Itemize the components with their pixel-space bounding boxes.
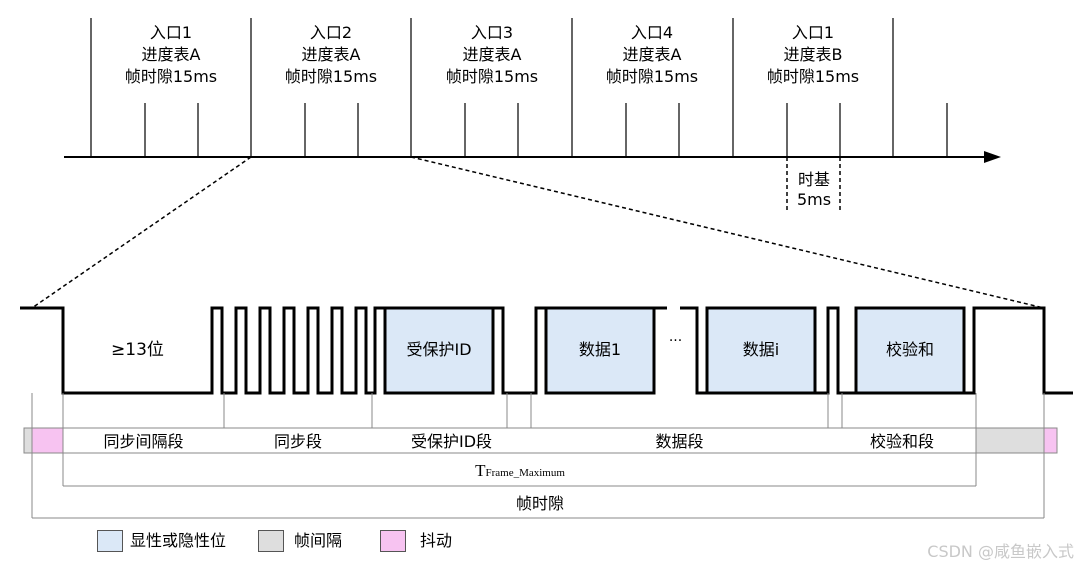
protected-id-label: 受保护ID [406,340,472,359]
legend-swatch-dominant [97,530,123,552]
interframe-start [23,427,33,454]
timebase-title: 时基 [797,170,830,189]
data1-label: 数据1 [578,340,622,359]
field-borders [383,306,966,395]
legend-swatch-interframe [258,530,284,552]
segment-data: 数据段 [655,432,704,451]
segment-sync: 同步段 [273,432,322,451]
field-checksum [856,308,964,393]
slot-duration: 帧时隙15ms [124,67,218,86]
slot-2-label: 入口2 进度表A 帧时隙15ms [256,22,406,88]
slot-entry: 入口2 [309,23,353,42]
slot-table: 进度表A [462,45,522,64]
legend-label-interframe: 帧间隔 [294,531,343,550]
segment-pid: 受保护ID段 [410,432,493,451]
ellipsis-label: ··· [668,333,683,349]
slot-entry: 入口3 [470,23,514,42]
t-frame-main: T [475,461,486,480]
segment-sync-break: 同步间隔段 [103,432,184,451]
legend-swatch-jitter [380,530,406,552]
slot-entry: 入口1 [791,23,835,42]
timebase-label: 时基 5ms [764,170,864,210]
slot-duration: 帧时隙15ms [605,67,699,86]
interframe-end [975,427,1045,454]
field-data1 [546,308,654,393]
field-protected-id [385,308,493,393]
jitter-end [1043,427,1058,454]
frame-slot-label: 帧时隙 [515,494,564,513]
legend-label-jitter: 抖动 [420,531,453,550]
slot-table: 进度表A [141,45,201,64]
zoom-lines [31,156,1045,309]
checksum-label: 校验和 [885,340,934,359]
jitter-start [31,427,64,454]
datai-label: 数据i [742,340,780,359]
slot-duration: 帧时隙15ms [445,67,539,86]
slot-entry: 入口1 [149,23,193,42]
slot-boundaries [90,18,894,157]
slot-table: 进度表A [622,45,682,64]
slot-duration: 帧时隙15ms [766,67,860,86]
slot-4-label: 入口4 进度表A 帧时隙15ms [577,22,727,88]
field-datai [707,308,815,393]
slot-5-label: 入口1 进度表B 帧时隙15ms [738,22,888,88]
slot-3-label: 入口3 进度表A 帧时隙15ms [417,22,567,88]
segment-checksum: 校验和段 [869,432,934,451]
timebase-marker [786,157,841,211]
slot-table: 进度表B [783,45,843,64]
slot-table: 进度表A [301,45,361,64]
slot-entry: 入口4 [630,23,674,42]
t-frame-sub: Frame_Maximum [485,467,565,479]
break-label: ≥13位 [111,340,164,360]
watermark: CSDN @咸鱼嵌入式 [927,542,1074,561]
timebase-ticks [144,103,948,157]
segment-bar [62,427,977,454]
slot-duration: 帧时隙15ms [284,67,378,86]
t-frame-maximum-label: TFrame_Maximum [420,462,620,479]
slot-1-label: 入口1 进度表A 帧时隙15ms [96,22,246,88]
legend-label-dominant: 显性或隐性位 [130,531,227,550]
time-axis-arrow [984,151,1001,163]
frame-fields [385,308,964,393]
timebase-value: 5ms [796,190,832,209]
